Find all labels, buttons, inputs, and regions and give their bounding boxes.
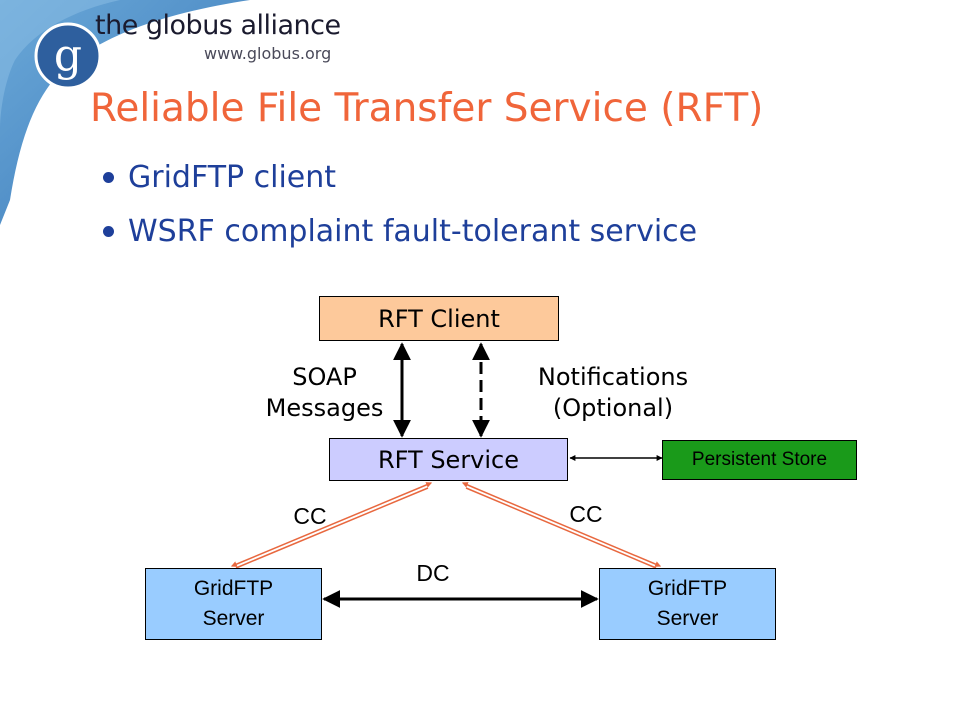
bullet-dot-icon [103, 171, 114, 183]
bullet-item: WSRF complaint fault-tolerant service [103, 204, 697, 258]
persistent-store-label: Persistent Store [691, 449, 828, 470]
rft-service-label: RFT Service [377, 445, 520, 474]
cc-left-arrow [230, 482, 433, 567]
gridftp-left-line1: GridFTP [193, 577, 274, 600]
soap-line2: Messages [265, 394, 384, 422]
bullet-list: GridFTP client WSRF complaint fault-tole… [103, 150, 697, 258]
logo-url: www.globus.org [204, 44, 332, 63]
bullet-dot-icon [103, 225, 114, 237]
rft-client-label: RFT Client [378, 304, 500, 333]
soap-messages-label: SOAP Messages [252, 362, 397, 424]
notifications-line1: Notifications [537, 363, 689, 391]
logo-mark: g [54, 30, 82, 81]
gridftp-server-left-box: GridFTP Server [145, 568, 322, 640]
gridftp-right-line1: GridFTP [647, 577, 728, 600]
cc-right-label: CC [569, 501, 603, 527]
gridftp-left-line2: Server [202, 607, 265, 630]
notifications-label: Notifications (Optional) [518, 362, 708, 424]
bullet-text: GridFTP client [128, 159, 337, 195]
cc-right-arrow [461, 482, 662, 567]
logo-circle [34, 22, 102, 90]
bullet-item: GridFTP client [103, 150, 697, 204]
gridftp-server-right-box: GridFTP Server [599, 568, 776, 640]
persistent-store-box: Persistent Store [662, 440, 857, 480]
cc-left-label: CC [293, 503, 327, 529]
logo-name: the globus alliance [95, 10, 341, 41]
bullet-text: WSRF complaint fault-tolerant service [128, 213, 698, 249]
gridftp-right-line2: Server [656, 607, 719, 630]
soap-line1: SOAP [292, 363, 357, 391]
rft-service-box: RFT Service [329, 438, 568, 481]
slide-title: Reliable File Transfer Service (RFT) [90, 86, 764, 131]
notifications-line2: (Optional) [552, 394, 674, 422]
rft-client-box: RFT Client [319, 296, 559, 341]
cc-left-arrow-2 [235, 487, 429, 569]
cc-right-arrow-2 [465, 487, 657, 569]
corner-swoosh-highlight [0, 0, 120, 130]
dc-label: DC [416, 560, 450, 586]
